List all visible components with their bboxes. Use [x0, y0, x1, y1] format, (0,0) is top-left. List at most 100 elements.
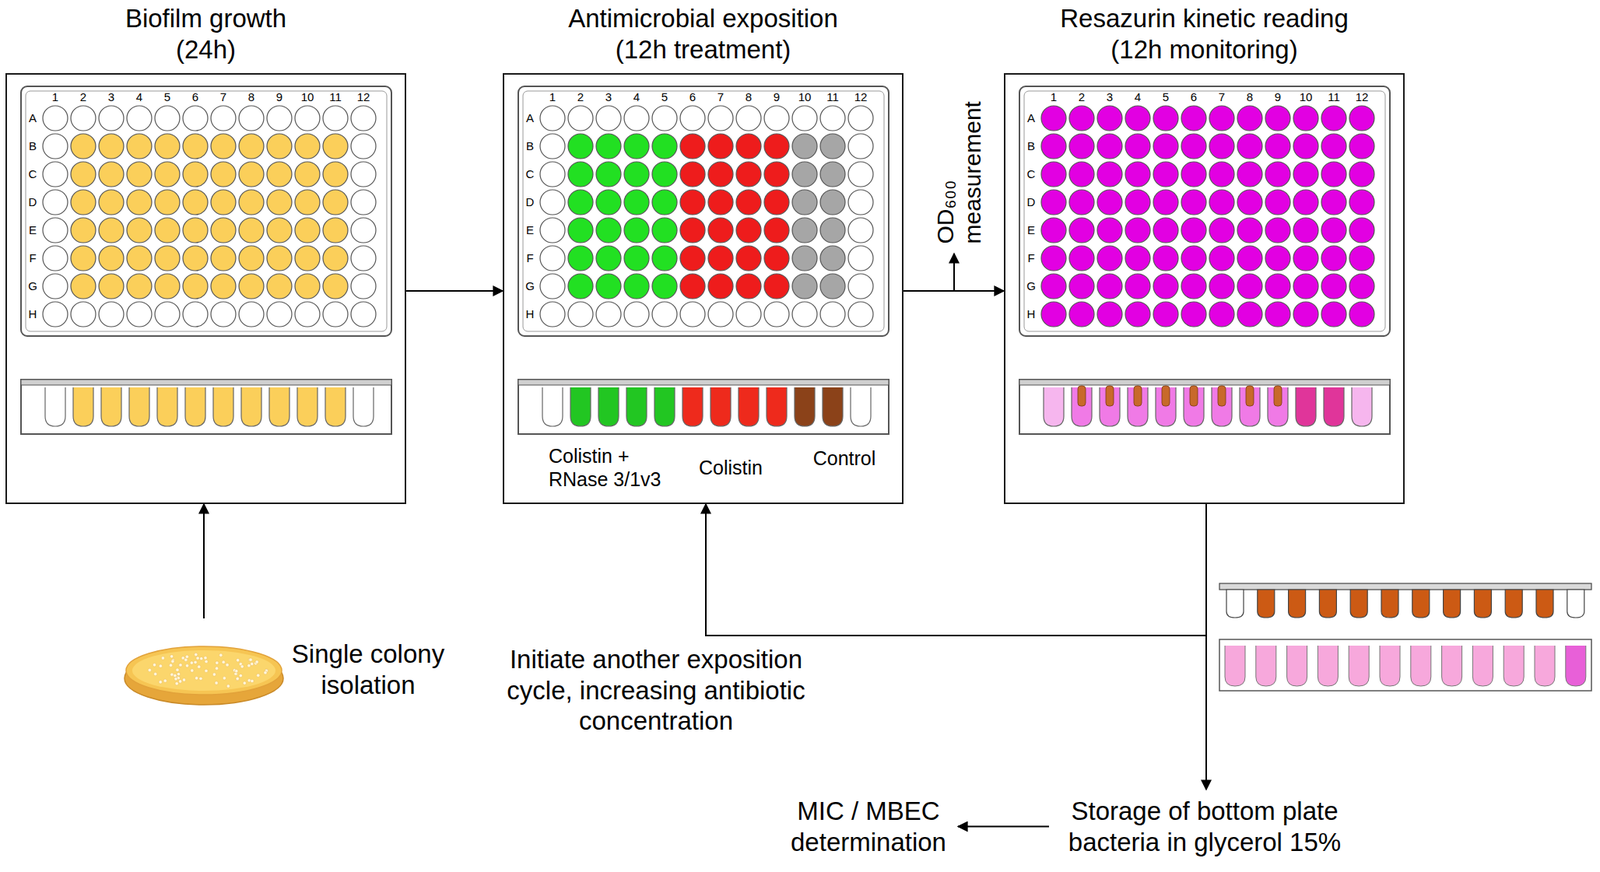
well	[238, 189, 264, 215]
well	[652, 301, 678, 327]
well	[764, 217, 790, 243]
well	[210, 217, 236, 243]
well	[1181, 161, 1207, 187]
colony	[214, 681, 218, 685]
tube	[1323, 387, 1344, 427]
well	[1041, 273, 1067, 299]
well	[1293, 217, 1319, 243]
well	[792, 133, 818, 159]
bottom-well	[1410, 645, 1432, 687]
well	[182, 301, 208, 327]
well	[1041, 217, 1067, 243]
well	[1209, 301, 1235, 327]
well	[350, 133, 376, 159]
well	[182, 105, 208, 131]
well	[652, 217, 678, 243]
well	[848, 133, 874, 159]
tube	[542, 387, 563, 427]
peg	[1133, 385, 1142, 407]
tube	[45, 387, 66, 427]
connector-arrow	[903, 290, 1004, 292]
well	[154, 161, 180, 187]
colony	[176, 672, 180, 676]
group-label: Control	[801, 446, 888, 471]
well	[42, 245, 68, 271]
well	[1349, 273, 1375, 299]
colony	[235, 659, 239, 663]
tube	[598, 387, 619, 427]
colony	[235, 677, 239, 681]
colony	[225, 663, 229, 667]
well	[154, 189, 180, 215]
well	[210, 189, 236, 215]
well	[350, 301, 376, 327]
well	[1097, 245, 1123, 271]
well	[652, 189, 678, 215]
step-panel: Antimicrobial exposition (12h treatment)	[502, 0, 904, 505]
well	[70, 245, 96, 271]
well	[70, 301, 96, 327]
well	[42, 273, 68, 299]
well	[596, 245, 622, 271]
well	[568, 105, 593, 131]
well	[708, 301, 734, 327]
column-number: 6	[1179, 90, 1208, 105]
well	[238, 301, 264, 327]
group-label: Colistin + RNase 3/1v3	[548, 444, 674, 492]
well	[1321, 105, 1347, 131]
peg	[1245, 385, 1254, 407]
tube	[850, 387, 871, 427]
well-plate	[21, 86, 392, 435]
well	[624, 161, 650, 187]
well	[1125, 161, 1151, 187]
well	[680, 161, 706, 187]
well	[624, 301, 650, 327]
well	[182, 273, 208, 299]
well	[1209, 105, 1235, 131]
well	[42, 133, 68, 159]
plate-outline	[21, 86, 392, 337]
colony	[240, 665, 244, 669]
well	[1069, 245, 1095, 271]
panel-frame	[1003, 73, 1405, 505]
well	[540, 189, 565, 215]
well	[182, 217, 208, 243]
edge-label: Initiate another exposition cycle, incre…	[496, 644, 816, 737]
tube	[1295, 387, 1316, 427]
well	[1265, 133, 1291, 159]
well	[820, 189, 846, 215]
colony	[212, 673, 216, 677]
peg	[1273, 385, 1282, 407]
colony	[158, 664, 162, 668]
well	[322, 105, 348, 131]
plate-inner-outline	[1024, 91, 1386, 332]
well	[98, 273, 124, 299]
well	[294, 273, 320, 299]
colony	[215, 661, 219, 665]
column-number: 7	[1207, 90, 1236, 105]
well	[680, 301, 706, 327]
well	[98, 301, 124, 327]
row-letter: A	[24, 111, 41, 126]
well	[1237, 301, 1263, 327]
petri-dish	[124, 646, 284, 706]
process-step: MIC / MBEC determination	[778, 789, 958, 864]
well	[652, 273, 678, 299]
well	[70, 133, 96, 159]
column-number: 8	[1235, 90, 1264, 105]
well	[596, 217, 622, 243]
colony	[158, 680, 162, 685]
well	[764, 273, 790, 299]
bottom-well	[1287, 645, 1308, 687]
peg	[1381, 589, 1399, 618]
well	[680, 189, 706, 215]
well	[848, 189, 874, 215]
well	[848, 273, 874, 299]
well	[792, 217, 818, 243]
well	[764, 133, 790, 159]
peg	[1473, 589, 1492, 618]
well	[210, 245, 236, 271]
colony	[222, 677, 226, 681]
panel-frame	[5, 73, 407, 505]
column-number: 9	[762, 90, 791, 105]
